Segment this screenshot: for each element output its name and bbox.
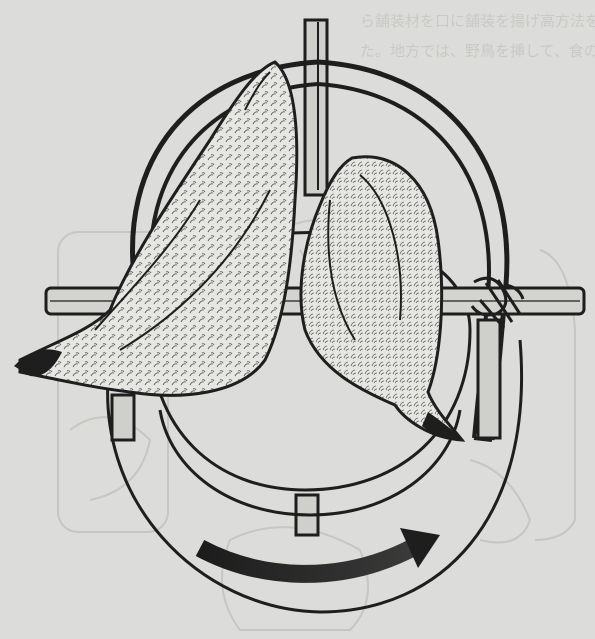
bird-right-icon bbox=[301, 157, 464, 440]
bird-left-icon bbox=[14, 62, 297, 395]
rotation-arrow-icon bbox=[200, 528, 440, 574]
